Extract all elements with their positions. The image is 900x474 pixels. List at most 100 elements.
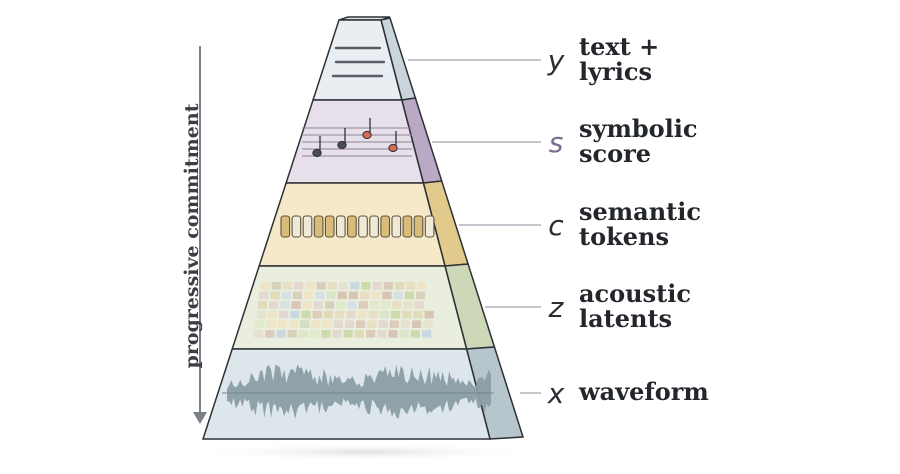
latent-cell [305, 282, 315, 290]
latent-cell [290, 310, 300, 319]
waveform-shape [227, 364, 491, 419]
latent-cell [327, 282, 337, 290]
latent-cell [312, 310, 322, 319]
layer-name-line1: semantic [579, 197, 701, 226]
latent-cell [260, 282, 270, 290]
latent-cell [344, 320, 355, 328]
latent-cell [265, 330, 275, 338]
latent-cell [336, 301, 346, 309]
latent-cell [269, 301, 279, 309]
latent-cell [298, 330, 308, 338]
latent-cell [367, 320, 377, 328]
latent-cell [325, 301, 335, 309]
latent-cell [322, 320, 332, 328]
latent-cell [399, 330, 409, 338]
latent-cell [377, 330, 387, 338]
token [413, 215, 424, 238]
latent-cell [371, 291, 381, 300]
latent-cell [316, 282, 326, 290]
latent-cell [402, 310, 412, 319]
axis-label: progressive commitment [181, 103, 203, 368]
latent-grid-icon [254, 282, 434, 338]
token [402, 215, 413, 238]
latent-cell [347, 301, 357, 309]
layer-symbol: z [548, 291, 565, 324]
latent-cell [301, 310, 311, 319]
latent-cell [300, 320, 310, 328]
latent-cell [338, 282, 349, 290]
music-staff-icon [302, 118, 412, 158]
token [347, 215, 357, 238]
latent-cell [393, 291, 403, 300]
latent-cell [366, 330, 376, 338]
layer-name-line1: symbolic [579, 114, 698, 143]
layer-name-line1: acoustic [579, 279, 691, 308]
latent-cell [279, 310, 289, 319]
latent-cell [416, 291, 426, 300]
layer-name-line2: lyrics [579, 57, 652, 86]
latent-cell [259, 291, 269, 300]
latent-cell [323, 310, 333, 319]
latent-cell [310, 330, 320, 338]
token [380, 215, 391, 238]
note-head [362, 130, 372, 140]
latent-cell [414, 301, 424, 309]
token [369, 215, 379, 238]
latent-cell [391, 310, 401, 319]
latent-cell [287, 330, 297, 338]
latent-cell [368, 310, 378, 319]
token [302, 215, 313, 238]
latent-cell [343, 330, 353, 338]
latent-cell [369, 301, 380, 309]
latent-cell [379, 310, 389, 319]
latent-cell [410, 330, 420, 338]
latent-cell [335, 310, 345, 319]
latent-cell [350, 282, 360, 290]
latent-cell [406, 282, 416, 290]
layer-name-line2: tokens [579, 222, 669, 251]
latent-cell [292, 291, 302, 300]
latent-cell [281, 291, 291, 300]
latent-cell [288, 320, 299, 328]
latent-cell [423, 320, 433, 328]
latent-cell [313, 301, 324, 309]
pyramid [201, 16, 525, 440]
layer-y [312, 17, 417, 101]
latent-cell [378, 320, 388, 328]
latent-cell [280, 301, 290, 309]
latent-cell [255, 320, 265, 328]
latent-cell [360, 291, 370, 300]
latent-cell [413, 310, 423, 319]
latent-cell [372, 282, 382, 290]
latent-cell [282, 282, 293, 290]
latent-cell [277, 320, 287, 328]
latent-cell [257, 301, 268, 309]
latent-cell [291, 301, 301, 309]
latent-cell [271, 282, 281, 290]
text-lines-icon [331, 46, 386, 78]
progressive-commitment-axis: progressive commitment [181, 46, 207, 424]
latent-cell [304, 291, 314, 300]
latent-cell [404, 291, 414, 300]
token [280, 215, 291, 238]
latent-cell [267, 310, 277, 319]
token [335, 215, 346, 238]
latent-cell [388, 330, 398, 338]
latent-cell [270, 291, 280, 300]
token [358, 215, 368, 238]
latent-cell [354, 330, 364, 338]
latent-cell [358, 301, 368, 309]
latent-cell [361, 282, 371, 290]
latent-cell [256, 310, 266, 319]
latent-cell [417, 282, 427, 290]
latent-cell [400, 320, 411, 328]
latent-cell [311, 320, 321, 328]
latent-cell [357, 310, 367, 319]
latent-cell [315, 291, 325, 300]
